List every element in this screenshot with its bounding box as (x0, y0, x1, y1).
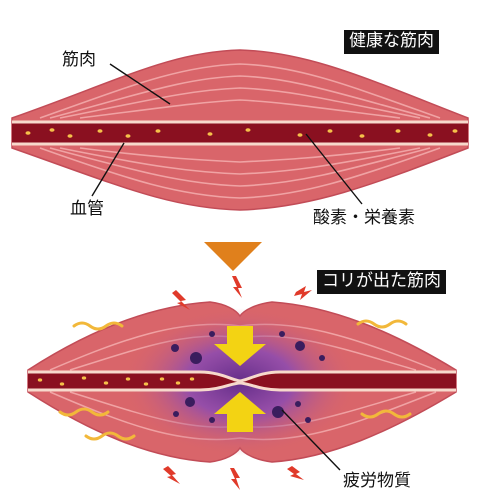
squeeze-arrow-down-icon (214, 326, 266, 366)
panel-title-healthy: 健康な筋肉 (344, 30, 439, 54)
squiggle-icon (58, 319, 412, 441)
healthy-muscle (11, 49, 469, 211)
lightning-icon (163, 276, 312, 490)
leader-lines-top (91, 63, 363, 205)
panel-title-stiff: コリが出た筋肉 (317, 270, 446, 294)
fatigue-particle-icon (171, 331, 325, 423)
stiff-nutrient-dots (37, 376, 195, 386)
stiff-muscle (27, 301, 457, 463)
healthy-blood-vessel (12, 122, 468, 144)
squeeze-arrow-up-icon (214, 392, 266, 432)
nutrient-dots (25, 128, 458, 138)
leader-line-fatigue (281, 409, 341, 471)
label-muscle: 筋肉 (62, 50, 96, 70)
down-arrow-icon (204, 242, 262, 271)
label-blood-vessel: 血管 (70, 199, 104, 219)
label-oxygen-nutrients: 酸素・栄養素 (313, 208, 415, 228)
label-fatigue-substance: 疲労物質 (343, 471, 411, 491)
healthy-muscle-striations (39, 63, 441, 199)
